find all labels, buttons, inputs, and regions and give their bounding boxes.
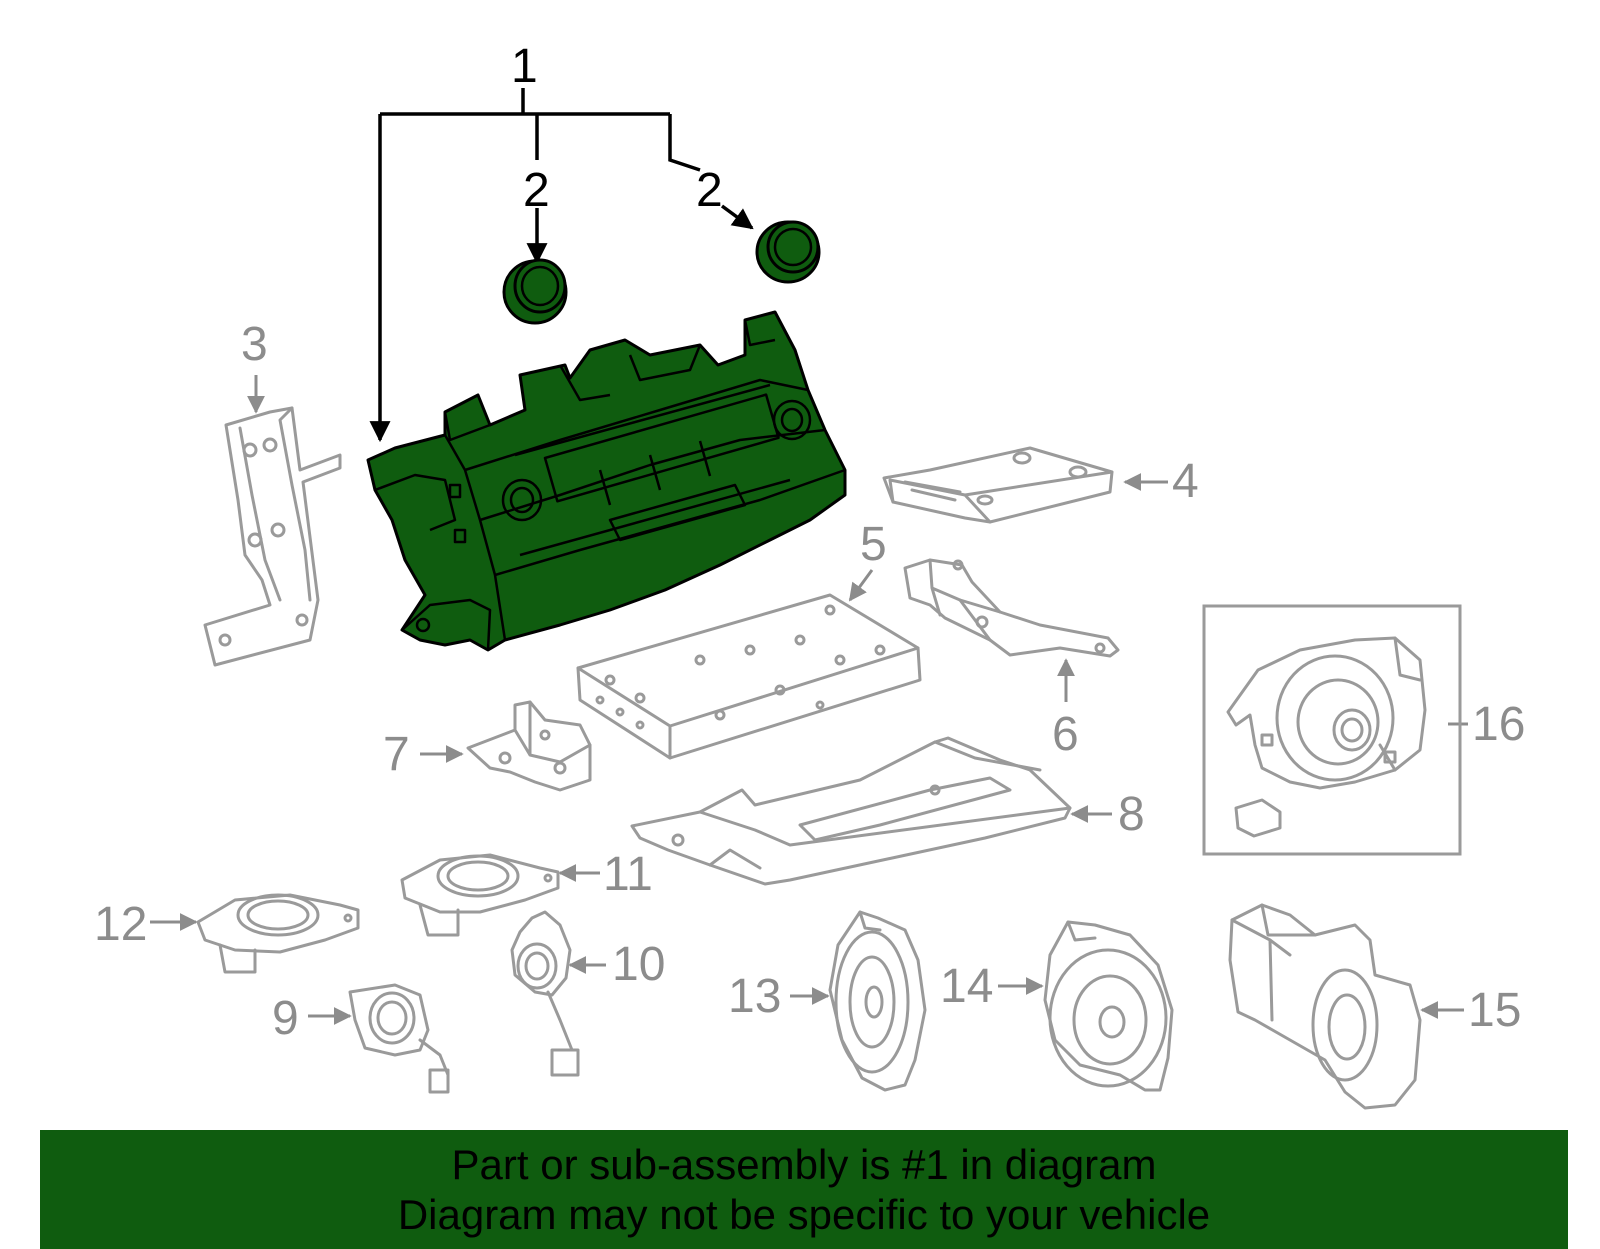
- speaker-small-9: [348, 983, 450, 1094]
- callout-11: 11: [603, 848, 653, 901]
- callout-3: 3: [241, 318, 268, 371]
- tweeter-12: [196, 893, 360, 974]
- callout-2-right: 2: [696, 164, 723, 217]
- callout-6: 6: [1052, 708, 1079, 761]
- callout-13: 13: [728, 970, 781, 1023]
- tweeter-10: [510, 910, 580, 1077]
- callout-10: 10: [612, 938, 665, 991]
- callout-14: 14: [940, 960, 993, 1013]
- callout-16: 16: [1472, 698, 1525, 751]
- control-panel-assembly: [366, 310, 847, 652]
- footer-line-2: Diagram may not be specific to your vehi…: [397, 1191, 1211, 1238]
- subassembly-box-16: [1202, 604, 1462, 856]
- footer-line-1: Part or sub-assembly is #1 in diagram: [451, 1141, 1157, 1188]
- speaker-14: [1043, 920, 1174, 1092]
- control-module: [576, 593, 922, 760]
- mounting-tray: [630, 736, 1072, 886]
- leader-group-1: [380, 88, 754, 440]
- knob-left: [502, 258, 568, 325]
- knob-right: [755, 220, 821, 284]
- callout-9: 9: [272, 992, 299, 1045]
- support-bracket: [903, 558, 1120, 658]
- callout-7: 7: [383, 728, 410, 781]
- small-bracket: [466, 700, 592, 792]
- callout-8: 8: [1118, 788, 1145, 841]
- mounting-plate: [882, 446, 1114, 524]
- callout-12: 12: [94, 898, 147, 951]
- footer-banner: Part or sub-assembly is #1 in diagram Di…: [40, 1130, 1568, 1249]
- callout-15: 15: [1468, 984, 1521, 1037]
- callout-5: 5: [860, 518, 887, 571]
- callout-2-left: 2: [523, 164, 550, 217]
- parts-diagram: 1 2 2 3: [94, 40, 1525, 1110]
- knob-assembly-16: [1226, 636, 1427, 838]
- speaker-13: [828, 910, 927, 1092]
- callout-4: 4: [1172, 455, 1199, 508]
- bracket-left: [203, 406, 342, 667]
- speaker-enclosure-15: [1228, 903, 1422, 1110]
- callout-1: 1: [511, 40, 538, 93]
- tweeter-11: [400, 853, 560, 937]
